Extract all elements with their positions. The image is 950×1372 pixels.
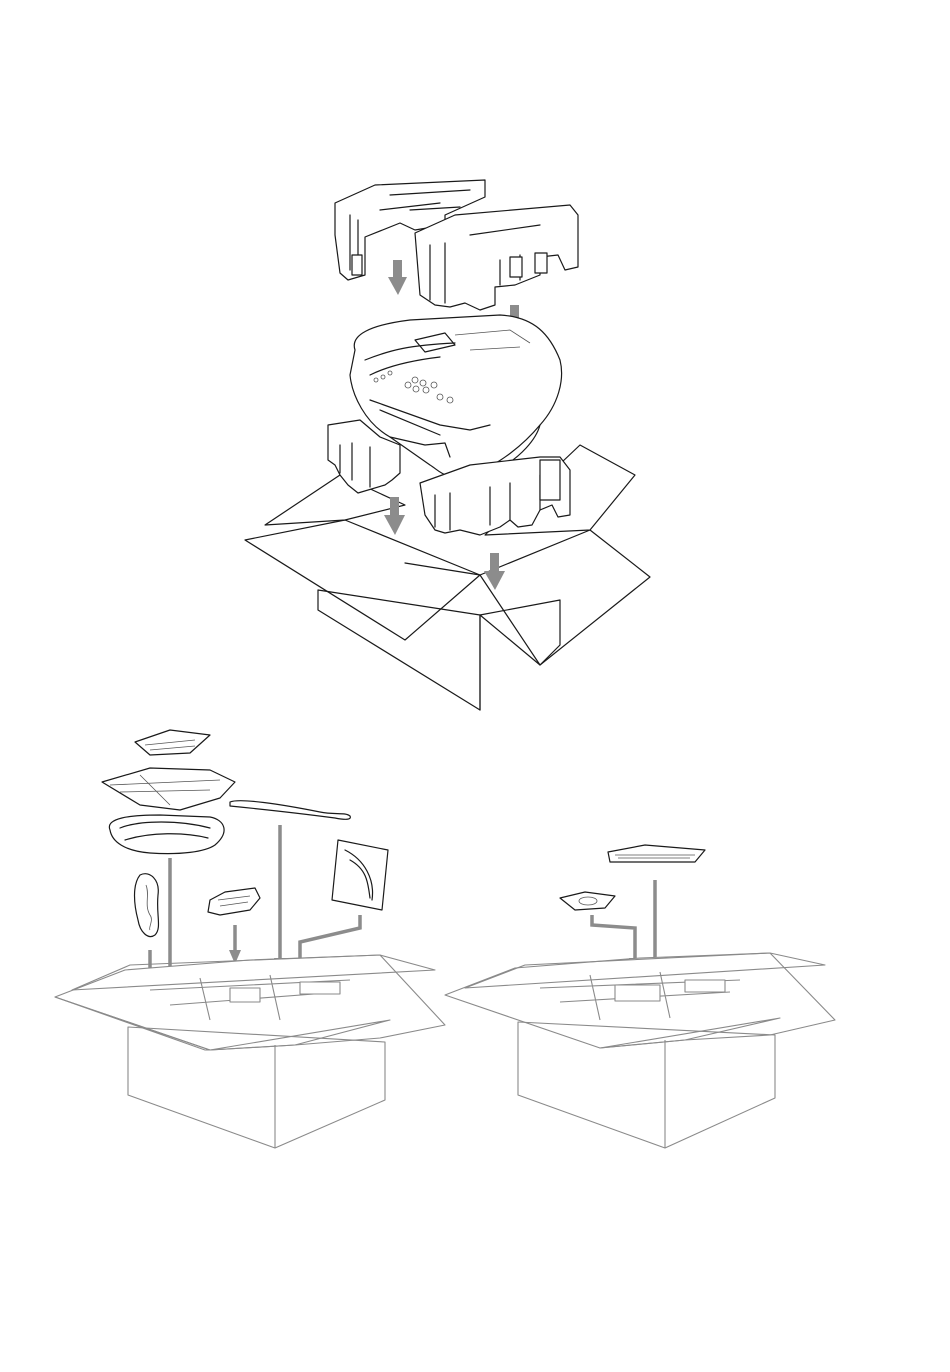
- repack-printer-figure: [240, 175, 660, 715]
- ink-pack-icon: [208, 888, 260, 915]
- paper-tray-icon: [109, 815, 224, 854]
- manual-booklet-icon: [608, 845, 705, 862]
- cd-rom-icon: [560, 892, 615, 910]
- down-arrow-icon: [388, 260, 407, 295]
- sheet-icon: [332, 840, 388, 910]
- media-box-icon: [445, 953, 835, 1148]
- repack-media-figure: [440, 840, 840, 1160]
- down-arrow-icon: [484, 553, 505, 590]
- repack-accessories-figure: [50, 720, 450, 1160]
- accessory-box-icon: [55, 955, 445, 1148]
- document-tray-icon: [135, 730, 210, 755]
- paper-tray-icon: [102, 768, 235, 810]
- cable-icon: [230, 801, 350, 820]
- power-cord-icon: [135, 874, 159, 937]
- down-arrow-icon: [384, 497, 405, 535]
